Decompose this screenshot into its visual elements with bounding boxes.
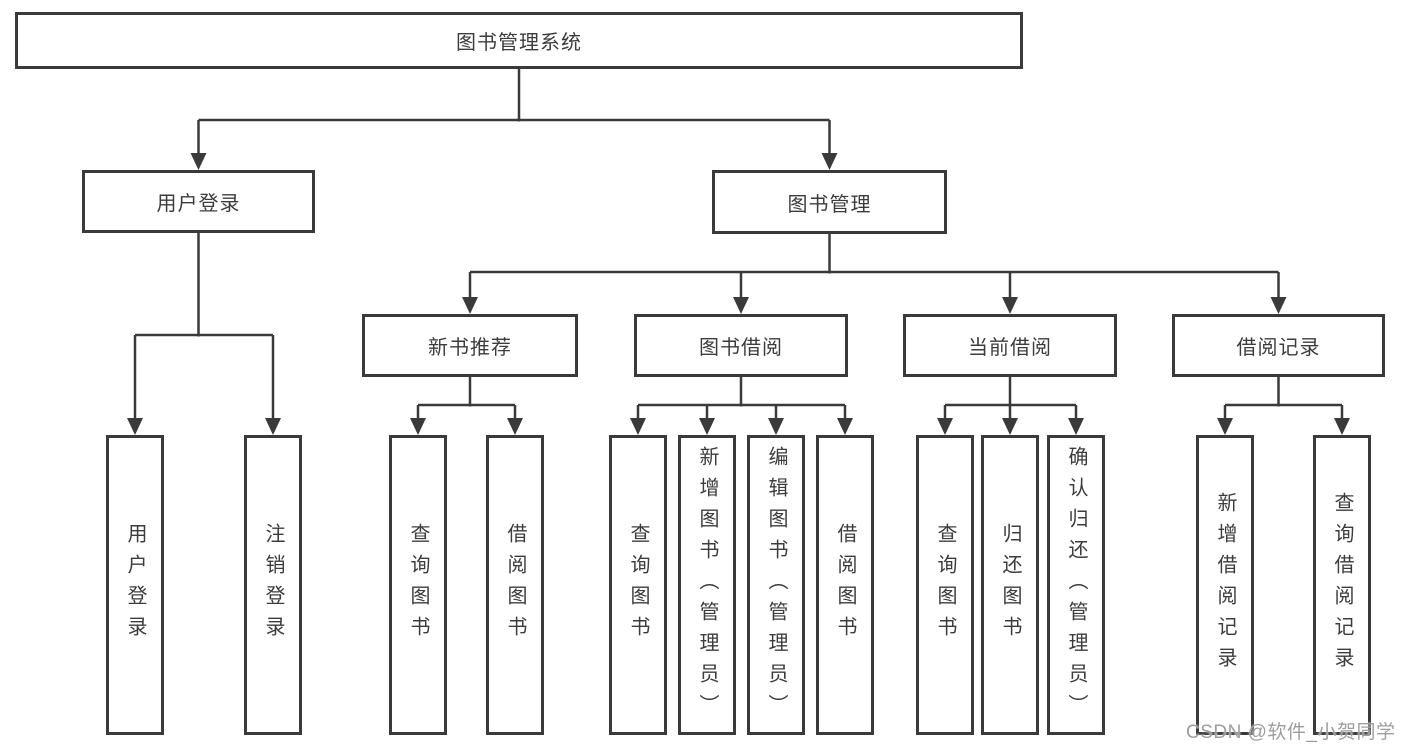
node-label: 当前借阅 — [968, 337, 1052, 359]
node-book-borrowing: 图书借阅 — [634, 314, 848, 377]
leaf-query-borrow-record: 查询借阅记录 — [1313, 435, 1371, 735]
node-label: 新书推荐 — [428, 337, 512, 359]
node-book-management: 图书管理 — [712, 170, 947, 234]
node-library-management-system: 图书管理系统 — [15, 12, 1023, 69]
leaf-borrow-books: 借阅图书 — [816, 435, 874, 735]
watermark-text: CSDN @软件_小贺同学 — [1186, 722, 1396, 743]
node-borrowing-records: 借阅记录 — [1172, 314, 1385, 377]
leaf-confirm-return-admin: 确认归还（管理员） — [1047, 435, 1105, 735]
node-label: 图书管理系统 — [456, 32, 582, 54]
leaf-add-borrow-record: 新增借阅记录 — [1196, 435, 1254, 735]
node-label: 借阅记录 — [1236, 337, 1321, 359]
leaf-borrow-books: 借阅图书 — [486, 435, 544, 735]
node-label: 图书管理 — [787, 193, 872, 216]
leaf-query-books: 查询图书 — [609, 435, 667, 735]
leaf-add-books-admin: 新增图书（管理员） — [678, 435, 736, 735]
connector-arrowheads — [127, 120, 1350, 435]
leaf-user-login: 用户登录 — [106, 435, 164, 735]
leaf-query-books: 查询图书 — [389, 435, 447, 735]
leaf-return-books: 归还图书 — [981, 435, 1039, 735]
node-current-borrowing: 当前借阅 — [903, 314, 1117, 377]
node-label: 用户登录 — [156, 193, 241, 215]
connector-lines — [135, 68, 1342, 407]
leaf-logout: 注销登录 — [244, 435, 302, 735]
node-new-book-recommendation: 新书推荐 — [362, 314, 578, 377]
node-label: 图书借阅 — [699, 337, 783, 359]
node-user-login: 用户登录 — [82, 170, 315, 233]
leaf-query-books: 查询图书 — [916, 435, 974, 735]
leaf-edit-books-admin: 编辑图书（管理员） — [747, 435, 805, 735]
